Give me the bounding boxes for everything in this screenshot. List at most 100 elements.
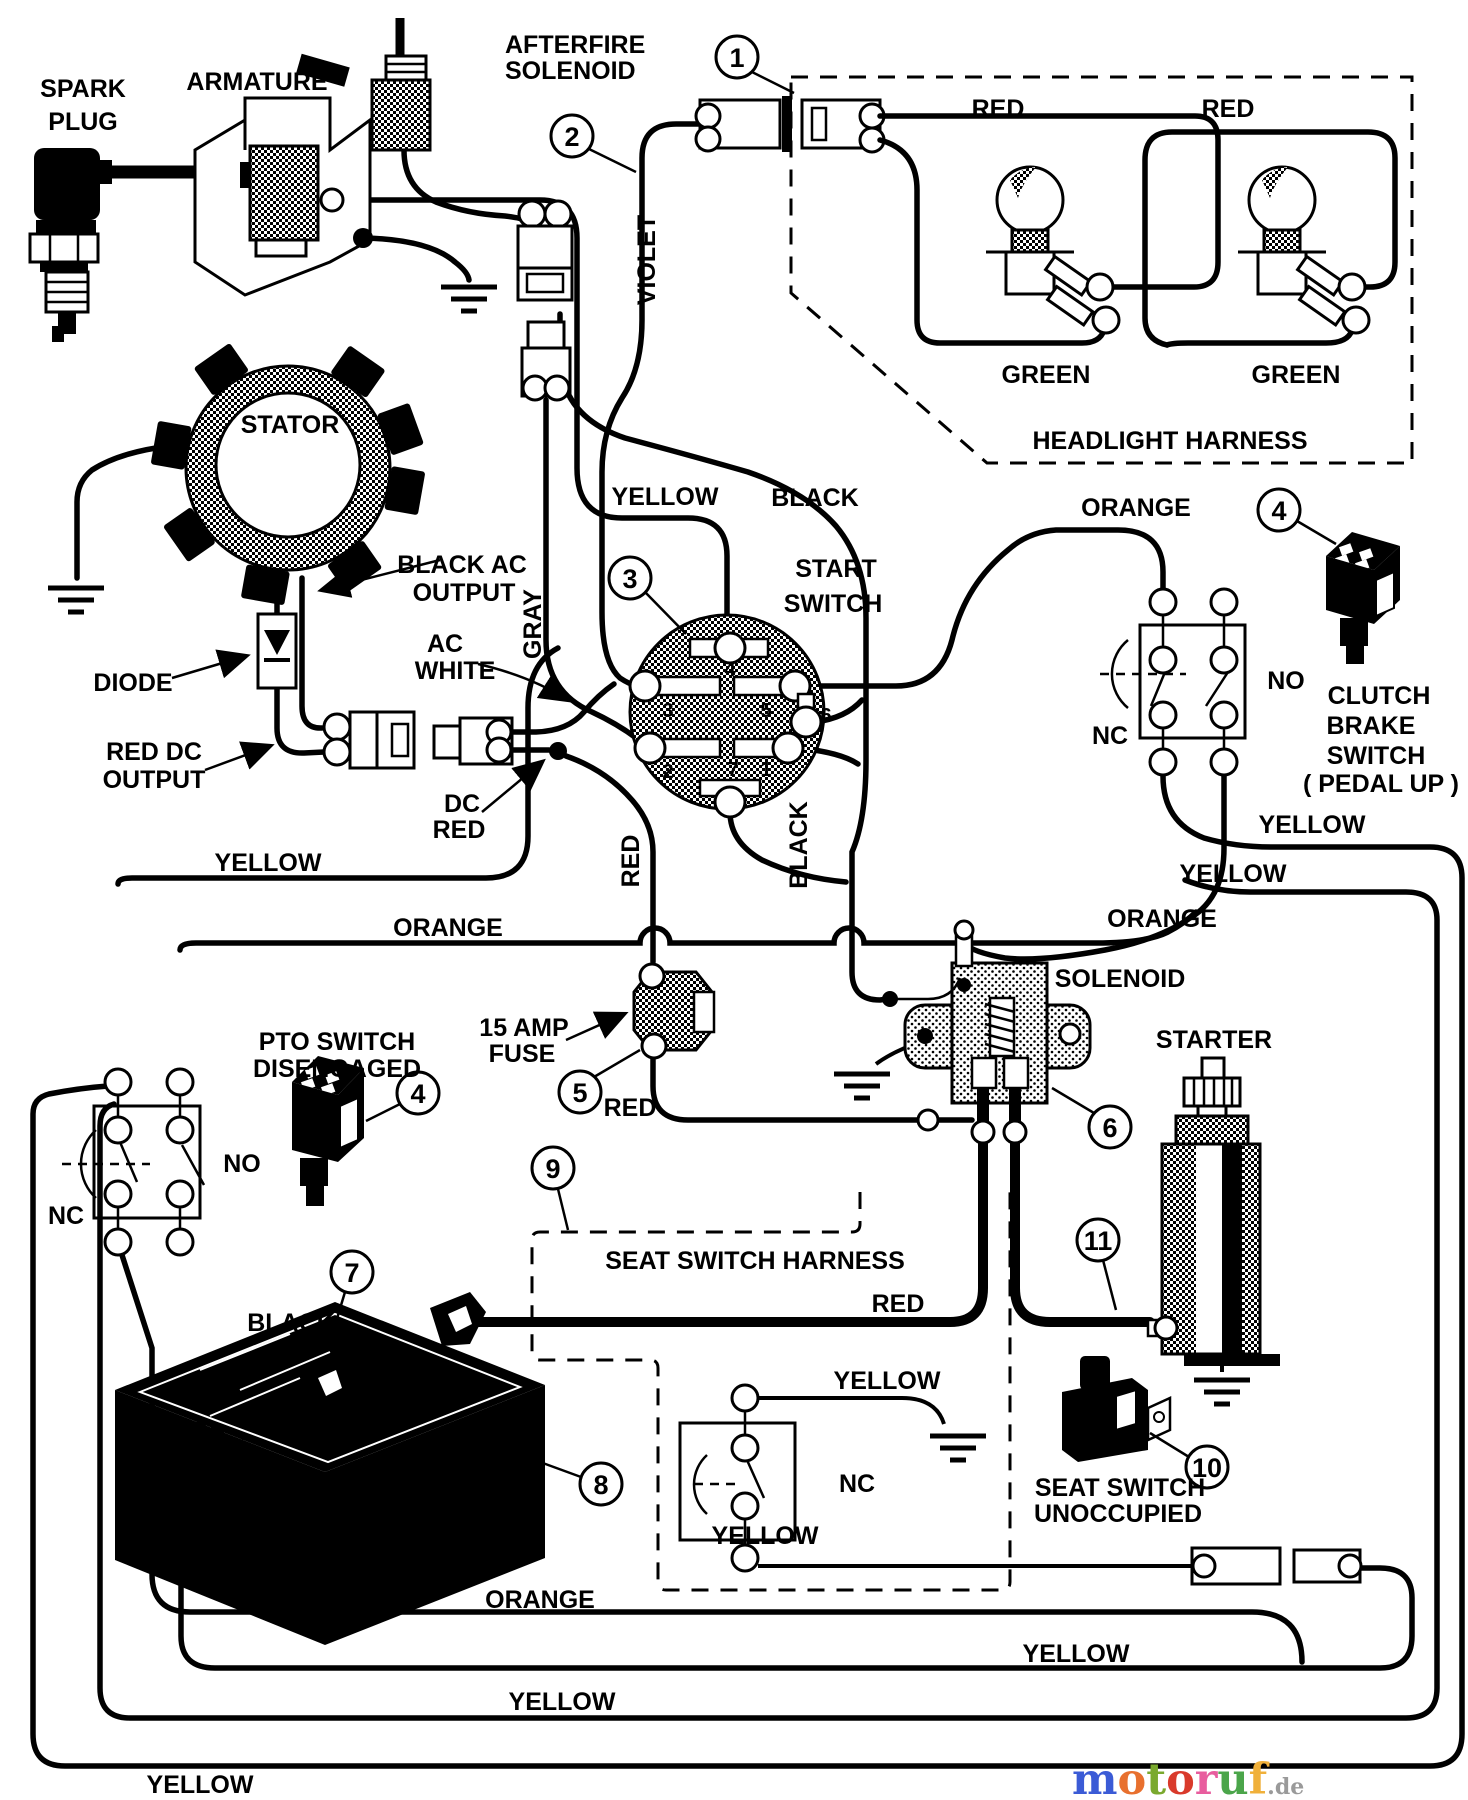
wire-yellow-loop-inner — [97, 877, 1440, 1721]
diode — [256, 612, 298, 690]
watermark-suffix: .de — [1267, 1774, 1304, 1800]
label-yellow-left: YELLOW — [215, 849, 322, 877]
label-gray: GRAY — [519, 589, 547, 659]
label-black-vertical: BLACK — [785, 801, 813, 889]
wire-yellow-loop-outer — [30, 773, 1465, 1769]
label-no-pto: NO — [223, 1150, 261, 1178]
callout-10: 10 — [1192, 1453, 1222, 1483]
solenoid — [892, 919, 1092, 1145]
label-clutch-1: CLUTCH — [1328, 682, 1431, 710]
watermark-letter: t — [1146, 1755, 1166, 1800]
label-red-battery: RED — [872, 1290, 925, 1318]
label-red-headlight-left: RED — [972, 95, 1025, 123]
wire-red-fuse-to-solenoid — [650, 1053, 975, 1123]
wire-seat-yellow-upper — [757, 1396, 946, 1425]
headlight-bulb — [986, 165, 1121, 335]
label-clutch-3: SWITCH — [1327, 742, 1426, 770]
terminal-label: 5 — [760, 700, 771, 722]
label-ac: AC — [427, 630, 463, 658]
battery-plus: + — [509, 1420, 536, 1472]
wire-armature-ground — [363, 235, 472, 283]
label-starter: STARTER — [1156, 1026, 1272, 1054]
battery: + − BATTERY — [115, 1292, 545, 1645]
label-orange-right: ORANGE — [1107, 905, 1217, 933]
callout-4: 4 — [1271, 496, 1286, 526]
wire-green-headlight-right — [1164, 327, 1355, 348]
label-nc-clutch: NC — [1092, 722, 1128, 750]
label-headlight-harness: HEADLIGHT HARNESS — [1032, 427, 1307, 455]
label-nc-pto: NC — [48, 1202, 84, 1230]
callouts: 1 2 3 4 4 5 6 7 8 9 10 11 — [329, 34, 1337, 1507]
wire-diode-out — [274, 685, 327, 756]
wire-terminal7-link — [727, 809, 849, 885]
wire-black-ac-out — [299, 575, 325, 731]
wiring — [30, 121, 1465, 1769]
watermark-letter: o — [1118, 1755, 1147, 1800]
label-red-headlight-right: RED — [1202, 95, 1255, 123]
battery-terminal-negative — [300, 1356, 356, 1410]
watermark-letter: r — [1195, 1755, 1219, 1800]
connector-stack — [516, 199, 574, 402]
callout-3: 3 — [622, 564, 637, 594]
wire-black-to-solenoid — [557, 311, 891, 1003]
junction-dot-black — [882, 991, 898, 1007]
label-black-ac-2: OUTPUT — [413, 579, 516, 607]
terminal-label: 1 — [760, 759, 771, 781]
terminal-label: 2 — [662, 761, 673, 783]
wire-ac-white — [508, 681, 617, 735]
wire-yellow-left — [115, 645, 561, 887]
callout-2: 2 — [564, 122, 579, 152]
label-green-headlight-right: GREEN — [1252, 361, 1341, 389]
ground-symbol — [48, 588, 104, 612]
label-black-switch: BLACK — [771, 484, 859, 512]
label-orange-left: ORANGE — [393, 914, 503, 942]
terminal-label: 6 — [820, 705, 831, 727]
seat-switch — [1062, 1356, 1172, 1462]
terminal-label: 7 — [727, 759, 738, 781]
watermark-text: motoruf.de — [1072, 1755, 1304, 1800]
clutch-brake-contacts — [1100, 587, 1247, 777]
label-spark-2: PLUG — [48, 108, 117, 136]
cable-solenoid-to-starter — [1010, 1137, 1155, 1327]
label-yellow-right-1: YELLOW — [1259, 811, 1366, 839]
label-clutch-4: ( PEDAL UP ) — [1303, 770, 1459, 798]
label-red-dc-1: RED DC — [106, 738, 202, 766]
label-yellow-bus-4: YELLOW — [147, 1771, 254, 1799]
label-seat-harness: SEAT SWITCH HARNESS — [605, 1247, 905, 1275]
label-seat-switch-2: UNOCCUPIED — [1034, 1500, 1202, 1528]
seat-connector-pair — [1190, 1546, 1363, 1586]
starter — [1146, 1056, 1280, 1366]
watermark-letter: o — [1166, 1755, 1195, 1800]
junction-dot-dc-red — [549, 742, 567, 760]
fuse-15amp — [632, 962, 716, 1060]
wire-stator-ground — [74, 443, 173, 581]
label-yellow-switch: YELLOW — [612, 483, 719, 511]
watermark-letter: f — [1249, 1755, 1270, 1800]
ground-symbol — [1194, 1380, 1250, 1404]
seat-harness-outline — [530, 1192, 1012, 1592]
callout-5: 5 — [572, 1078, 587, 1108]
label-spark-1: SPARK — [40, 75, 126, 103]
headlight-bulb — [1238, 165, 1371, 335]
label-afterfire-2: SOLENOID — [505, 57, 636, 85]
label-afterfire-1: AFTERFIRE — [505, 31, 645, 59]
callout-8: 8 — [593, 1470, 608, 1500]
spark-plug — [28, 148, 112, 342]
callout-11: 11 — [1084, 1226, 1113, 1256]
label-stator: STATOR — [241, 411, 340, 439]
label-red-vertical: RED — [617, 835, 645, 888]
label-green-headlight-left: GREEN — [1002, 361, 1091, 389]
callout-6: 6 — [1102, 1113, 1117, 1143]
callout-4b: 4 — [410, 1079, 425, 1109]
seat-contacts — [678, 1383, 797, 1573]
clutch-brake-switch — [1326, 532, 1400, 664]
label-pto-1: PTO SWITCH — [259, 1028, 415, 1056]
label-15amp: 15 AMP — [479, 1014, 568, 1042]
annotation-arrows — [171, 558, 629, 1042]
label-solenoid: SOLENOID — [1055, 965, 1186, 993]
watermark-letter: u — [1217, 1755, 1248, 1800]
label-seat-switch-1: SEAT SWITCH — [1035, 1474, 1205, 1502]
afterfire-solenoid — [370, 18, 432, 152]
